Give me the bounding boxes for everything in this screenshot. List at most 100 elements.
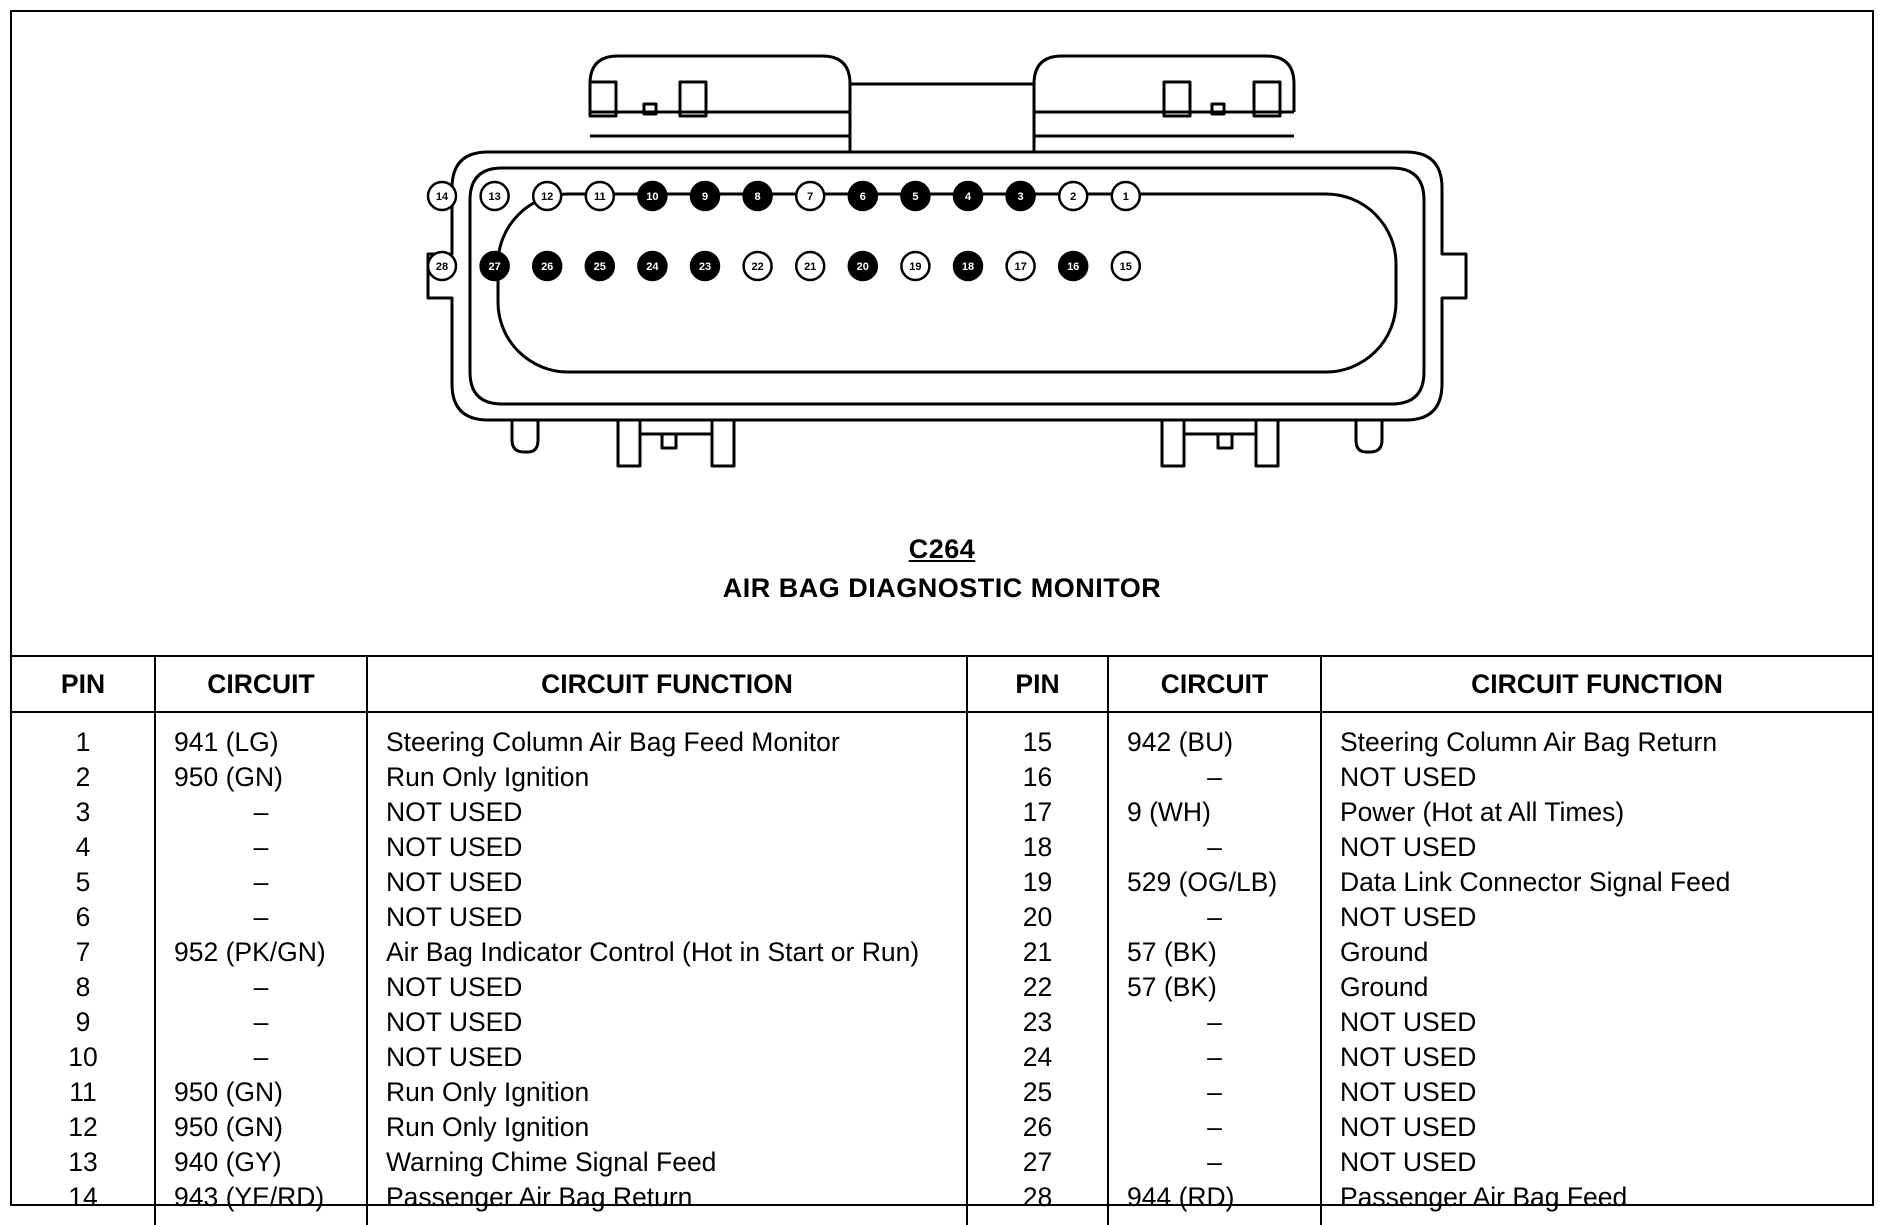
pin-18-cavity bbox=[952, 250, 984, 282]
pin-9-label: 9 bbox=[702, 191, 708, 203]
pin-22-label: 22 bbox=[751, 261, 763, 273]
pin-4-cavity bbox=[952, 180, 984, 212]
pin-cell: 14 bbox=[12, 1180, 156, 1225]
pin-cell: 6 bbox=[12, 900, 156, 935]
pin-16-cavity bbox=[1057, 250, 1089, 282]
function-cell: Warning Chime Signal Feed bbox=[367, 1145, 968, 1180]
pin-cell: 24 bbox=[967, 1040, 1109, 1075]
pin-12-cavity bbox=[531, 180, 563, 212]
connector-top-latch bbox=[588, 54, 1296, 152]
pin-cell: 3 bbox=[12, 795, 156, 830]
header-circuit: CIRCUIT bbox=[155, 655, 368, 713]
pin-15-cavity bbox=[1110, 250, 1142, 282]
pin-18-label: 18 bbox=[962, 261, 974, 273]
pin-9-cavity bbox=[689, 180, 721, 212]
pin-28-label: 28 bbox=[436, 261, 448, 273]
connector-title-block: C264 AIR BAG DIAGNOSTIC MONITOR bbox=[12, 534, 1872, 604]
function-cell: NOT USED bbox=[367, 900, 968, 935]
pin-cell: 25 bbox=[967, 1075, 1109, 1110]
header-pin: PIN bbox=[967, 655, 1109, 713]
function-cell: Steering Column Air Bag Feed Monitor bbox=[367, 712, 968, 760]
circuit-cell: 950 (GN) bbox=[155, 1075, 368, 1110]
pin-21-label: 21 bbox=[804, 261, 816, 273]
pin-6-label: 6 bbox=[860, 191, 866, 203]
pin-cell: 1 bbox=[12, 712, 156, 760]
pin-1-cavity bbox=[1110, 180, 1142, 212]
circuit-cell: – bbox=[1108, 1145, 1322, 1180]
function-cell: NOT USED bbox=[367, 1040, 968, 1075]
pin-7-cavity bbox=[794, 180, 826, 212]
circuit-cell: 940 (GY) bbox=[155, 1145, 368, 1180]
circuit-cell: – bbox=[155, 970, 368, 1005]
function-cell: Ground bbox=[1340, 937, 1429, 967]
circuit-cell: – bbox=[1108, 830, 1322, 865]
connector-name: AIR BAG DIAGNOSTIC MONITOR bbox=[722, 573, 1162, 603]
pin-24-label: 24 bbox=[646, 261, 659, 273]
pin-cell: 21 bbox=[967, 935, 1109, 970]
pin-cell: 4 bbox=[12, 830, 156, 865]
pin-4-label: 4 bbox=[965, 191, 972, 203]
function-cell: NOT USED bbox=[367, 865, 968, 900]
circuit-cell: 57 (BK) bbox=[1108, 935, 1322, 970]
pin-2-label: 2 bbox=[1070, 191, 1076, 203]
circuit-cell: – bbox=[155, 795, 368, 830]
function-cell: Passenger Air Bag Feed bbox=[1340, 1182, 1628, 1212]
circuit-cell: 952 (PK/GN) bbox=[155, 935, 368, 970]
function-cell: Ground bbox=[1340, 972, 1429, 1002]
connector-id: C264 bbox=[908, 534, 976, 564]
function-cell: Air Bag Indicator Control (Hot in Start … bbox=[367, 935, 968, 970]
circuit-cell: – bbox=[155, 830, 368, 865]
connector-ear bbox=[1162, 80, 1192, 118]
pin-15-label: 15 bbox=[1120, 261, 1132, 273]
circuit-cell: – bbox=[1108, 1110, 1322, 1145]
header-pin: PIN bbox=[12, 655, 156, 713]
pin-19-cavity bbox=[900, 250, 931, 282]
circuit-cell: – bbox=[155, 900, 368, 935]
function-cell: NOT USED bbox=[1340, 902, 1477, 932]
pin-13-label: 13 bbox=[488, 191, 500, 203]
circuit-cell: – bbox=[1108, 1040, 1322, 1075]
pin-20-cavity bbox=[847, 250, 879, 282]
pin-27-label: 27 bbox=[488, 261, 500, 273]
pin-19-label: 19 bbox=[909, 261, 921, 273]
pin-25-cavity bbox=[584, 250, 616, 282]
function-cell: Run Only Ignition bbox=[367, 1075, 968, 1110]
pin-26-label: 26 bbox=[541, 261, 553, 273]
pin-3-cavity bbox=[1005, 180, 1036, 212]
pin-7-label: 7 bbox=[807, 191, 813, 203]
connector-bottom-tab bbox=[1160, 418, 1186, 468]
function-cell: Run Only Ignition bbox=[367, 760, 968, 795]
pin-8-label: 8 bbox=[755, 191, 761, 203]
function-cell: NOT USED bbox=[1340, 1147, 1477, 1177]
function-cell: NOT USED bbox=[1340, 1042, 1477, 1072]
function-cell: NOT USED bbox=[1340, 1077, 1477, 1107]
pin-5-cavity bbox=[900, 180, 931, 212]
pin-cell: 18 bbox=[967, 830, 1109, 865]
circuit-cell: – bbox=[155, 1005, 368, 1040]
function-cell: Data Link Connector Signal Feed bbox=[1340, 867, 1731, 897]
circuit-cell: – bbox=[155, 1040, 368, 1075]
pin-cell: 16 bbox=[967, 760, 1109, 795]
circuit-cell: 950 (GN) bbox=[155, 760, 368, 795]
pin-2-cavity bbox=[1057, 180, 1089, 212]
circuit-cell: 942 (BU) bbox=[1108, 712, 1322, 760]
circuit-cell: 944 (RD) bbox=[1108, 1180, 1322, 1225]
circuit-cell: 529 (OG/LB) bbox=[1108, 865, 1322, 900]
circuit-cell: 9 (WH) bbox=[1108, 795, 1322, 830]
connector-ear bbox=[588, 80, 618, 118]
pin-cell: 23 bbox=[967, 1005, 1109, 1040]
pin-26-cavity bbox=[531, 250, 563, 282]
pin-cell: 22 bbox=[967, 970, 1109, 1005]
pin-14-label: 14 bbox=[436, 191, 449, 203]
function-cell: Passenger Air Bag Return bbox=[367, 1180, 968, 1225]
